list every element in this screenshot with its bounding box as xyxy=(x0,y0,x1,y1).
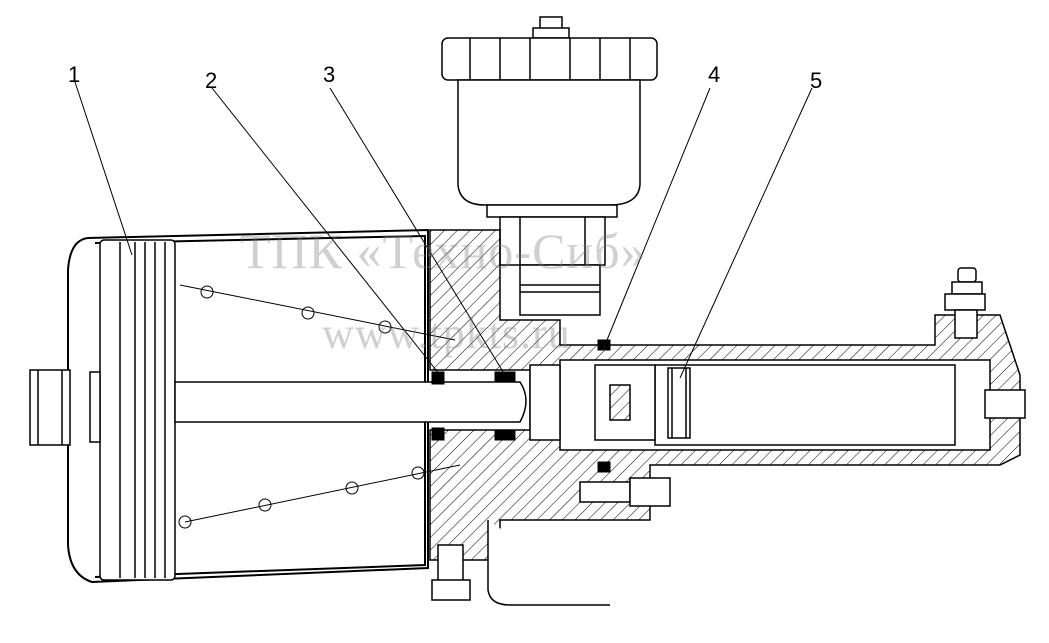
piston-rod xyxy=(174,381,527,423)
return-spring xyxy=(178,284,461,529)
outlet-port xyxy=(984,389,1026,419)
callout-2: 2 xyxy=(205,68,218,93)
mounting-bolts xyxy=(431,477,671,606)
callout-5: 5 xyxy=(810,68,823,93)
callout-4: 4 xyxy=(708,62,721,87)
inlet-port xyxy=(29,369,101,446)
watermark-company: ТПК «Техно-Сиб» xyxy=(240,223,647,279)
reservoir-cap xyxy=(441,16,658,81)
leader-lines xyxy=(74,81,813,379)
callout-3: 3 xyxy=(323,62,336,87)
seals xyxy=(431,339,611,473)
callout-1: 1 xyxy=(68,62,81,87)
watermark-url: www.tpkts.ru xyxy=(322,309,571,358)
valve-assembly xyxy=(529,364,691,441)
piston xyxy=(99,239,176,581)
reservoir-body xyxy=(457,79,641,316)
bleed-valve xyxy=(944,267,986,339)
